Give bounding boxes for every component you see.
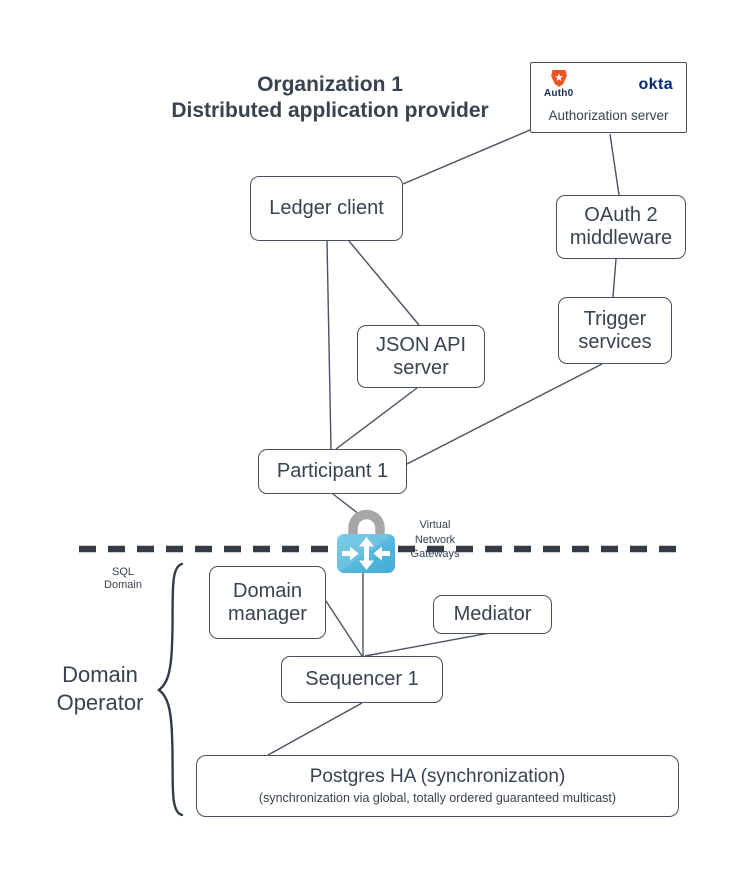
auth0-wordmark: Auth0: [544, 88, 574, 99]
node-participant-1: Participant 1: [258, 449, 407, 494]
node-oauth2-middleware: OAuth 2 middleware: [556, 195, 686, 259]
node-mediator: Mediator: [433, 595, 552, 634]
node-postgres-ha: Postgres HA (synchronization) (synchroni…: [196, 755, 679, 817]
node-authorization-server: Auth0 okta Authorization server: [530, 62, 687, 133]
virtual-network-gateways-label: Virtual Network Gateways: [410, 519, 460, 560]
domain-operator-label: Domain Operator: [56, 662, 144, 715]
node-json-api-server: JSON API server: [357, 325, 485, 388]
node-sequencer-1: Sequencer 1: [281, 656, 443, 703]
diagram-title: Organization 1 Distributed application p…: [171, 73, 489, 122]
sql-domain-label: SQL Domain: [104, 566, 142, 591]
auth0-shield-icon: [550, 70, 567, 87]
node-ledger-client: Ledger client: [250, 176, 403, 241]
auth-logo-row: Auth0 okta: [541, 70, 676, 100]
node-domain-manager: Domain manager: [209, 566, 326, 639]
connector-lines: [267, 129, 620, 756]
domain-operator-brace: [157, 562, 184, 817]
lock-shackle: [348, 509, 385, 537]
lock-icon: [337, 509, 395, 573]
node-trigger-services: Trigger services: [558, 297, 672, 364]
auth0-logo: Auth0: [544, 70, 573, 100]
virtual-network-gateway-icon: [337, 534, 395, 573]
node-label: Authorization server: [548, 108, 669, 124]
okta-wordmark: okta: [638, 76, 673, 93]
postgres-subtitle: (synchronization via global, totally ord…: [258, 791, 617, 806]
postgres-title: Postgres HA (synchronization): [309, 766, 566, 788]
